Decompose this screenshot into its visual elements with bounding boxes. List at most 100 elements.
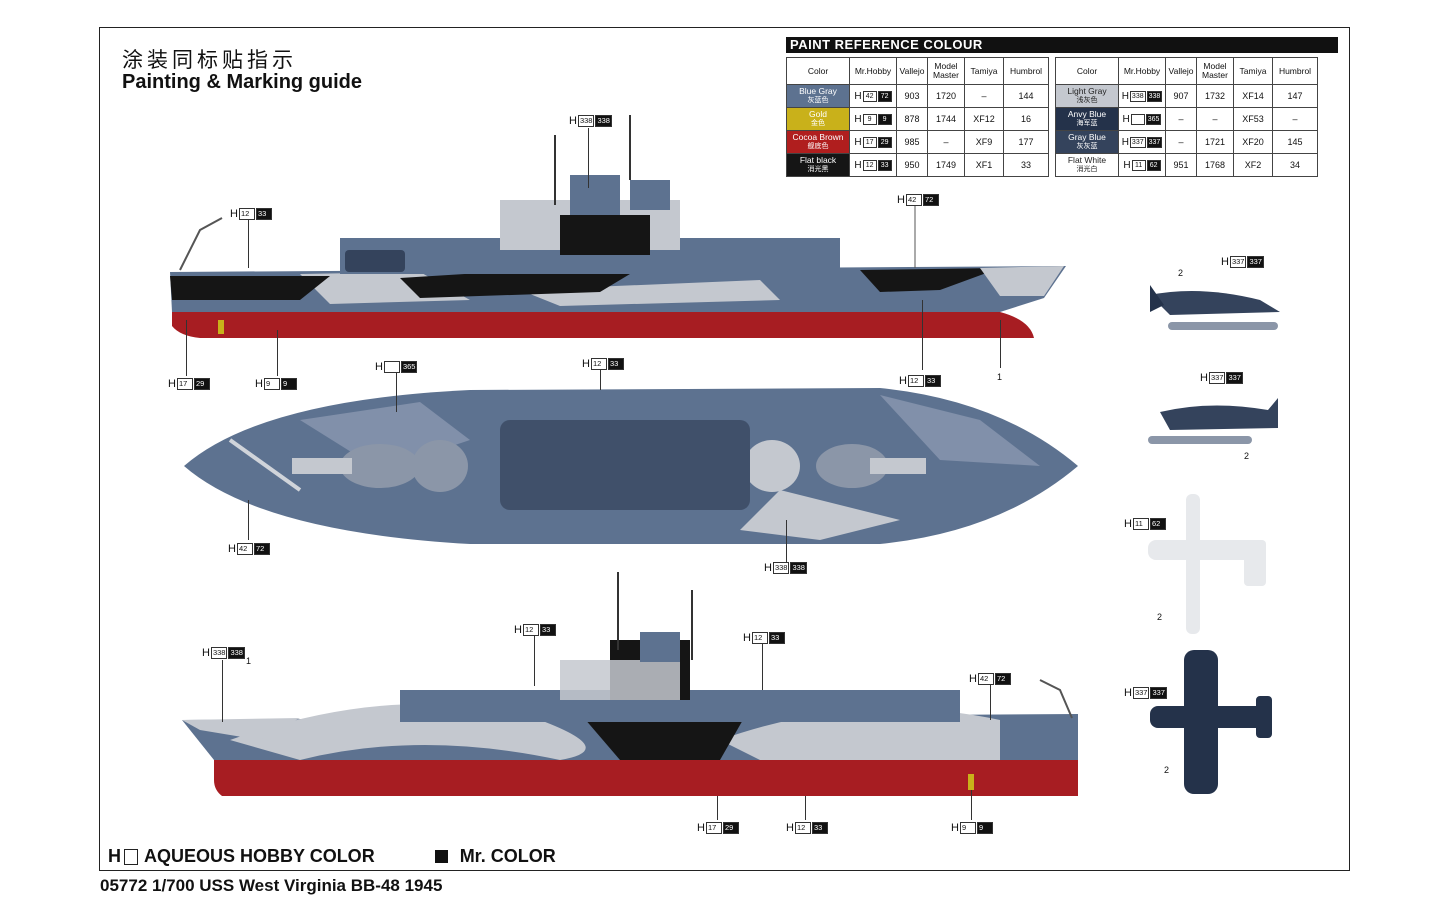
funnel xyxy=(640,632,680,662)
hull-red-lower xyxy=(172,312,1034,338)
color-name-cn: 消光白 xyxy=(1076,166,1098,173)
fuselage xyxy=(1160,398,1278,430)
float xyxy=(1168,322,1278,330)
leader-line xyxy=(922,300,923,370)
hull-black-band xyxy=(170,276,330,300)
paint-code-humbrol: 16 xyxy=(1003,107,1049,131)
turret-1 xyxy=(816,444,888,488)
part-number: 1 xyxy=(246,656,252,666)
fuselage xyxy=(1150,706,1270,728)
color-legend: H AQUEOUS HOBBY COLOR Mr. COLOR xyxy=(108,846,556,867)
paint-code-humbrol: 33 xyxy=(1003,153,1049,177)
turret-4 xyxy=(412,440,468,492)
paint-code-mm: – xyxy=(1196,107,1234,131)
leader-line xyxy=(717,796,718,820)
leader-line xyxy=(762,644,763,690)
part-number: 2 xyxy=(1164,765,1170,775)
part-number: 1 xyxy=(997,372,1003,382)
paint-code-tamiya: – xyxy=(964,84,1004,108)
hull-light-bow xyxy=(980,266,1064,296)
leader-line xyxy=(534,636,535,686)
paint-code-humbrol: 144 xyxy=(1003,84,1049,108)
color-name-cn: 灰灰蓝 xyxy=(1076,143,1098,150)
ship-profile-starboard xyxy=(170,115,1066,338)
paint-code-humbrol: – xyxy=(1272,107,1318,131)
color-name: Cocoa Brown xyxy=(792,132,844,142)
rudder xyxy=(1040,766,1078,796)
paint-table-right: Color Mr.Hobby Vallejo Model Master Tami… xyxy=(1055,57,1318,177)
deck-light-patch2 xyxy=(880,395,1040,466)
deck-light-patch3 xyxy=(740,490,900,540)
col-header: Vallejo xyxy=(896,57,928,85)
col-header: Model Master xyxy=(927,57,965,85)
tower-dark xyxy=(560,215,650,255)
paint-code-vallejo: 951 xyxy=(1165,153,1197,177)
turret-3 xyxy=(340,444,420,488)
paint-code-humbrol: 147 xyxy=(1272,84,1318,108)
hull-black-band2 xyxy=(400,268,640,298)
rudder-prop xyxy=(218,320,224,334)
part-number: 2 xyxy=(1157,612,1163,622)
footer-title: 05772 1/700 USS West Virginia BB-48 1945 xyxy=(100,876,443,895)
color-name: Flat black xyxy=(799,155,837,165)
leader-line xyxy=(971,790,972,820)
legend-mr-color: Mr. COLOR xyxy=(459,846,556,866)
barrels-aft xyxy=(292,458,352,474)
turret-fwd xyxy=(720,248,790,272)
paint-table-header: PAINT REFERENCE COLOUR xyxy=(786,37,1338,53)
tower-upper xyxy=(570,175,620,215)
guide-frame xyxy=(99,27,1350,871)
stabilizer xyxy=(1244,540,1266,586)
paint-code-vallejo: 950 xyxy=(896,153,928,177)
paint-code-tamiya: XF1 xyxy=(964,153,1004,177)
paint-table-left: Color Mr.Hobby Vallejo Model Master Tami… xyxy=(786,57,1049,177)
paint-reference-table: PAINT REFERENCE COLOUR Color Mr.Hobby Va… xyxy=(786,37,1338,177)
legend-h-prefix: H xyxy=(108,846,121,866)
tower-mid xyxy=(560,660,680,700)
leader-line xyxy=(222,660,223,722)
wing xyxy=(1148,540,1256,560)
paint-code-mm: 1721 xyxy=(1196,130,1234,154)
leader-line xyxy=(277,330,278,376)
paint-code-tamiya: XF20 xyxy=(1233,130,1273,154)
part-number: 2 xyxy=(1244,451,1250,461)
leader-line xyxy=(186,320,187,376)
leader-line xyxy=(786,520,787,562)
crane-aft xyxy=(1039,679,1073,719)
leader-line xyxy=(990,684,991,720)
aircraft-profile-1 xyxy=(1150,285,1280,330)
catapult xyxy=(228,438,302,492)
color-name: Gold xyxy=(809,109,827,119)
color-name-cn: 舰底色 xyxy=(807,143,829,150)
col-header: Model Master xyxy=(1196,57,1234,85)
funnel xyxy=(630,180,670,210)
leader-line xyxy=(248,220,249,268)
paint-code-mm: 1749 xyxy=(927,153,965,177)
